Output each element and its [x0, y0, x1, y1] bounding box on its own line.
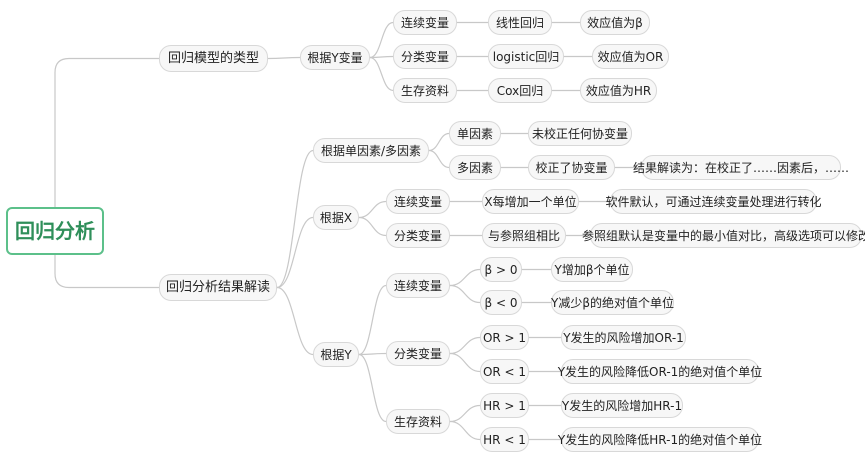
connector-y_surv-hr_gt: [449, 404, 481, 423]
node-logistic[interactable]: logistic回归: [488, 44, 564, 69]
node-interp[interactable]: 回归分析结果解读: [159, 274, 277, 301]
node-x-cont[interactable]: 连续变量: [386, 189, 450, 214]
node-hr-lt[interactable]: HR < 1: [480, 427, 529, 452]
node-beta[interactable]: 效应值为β: [580, 10, 650, 35]
node-linear[interactable]: 线性回归: [488, 10, 552, 35]
node-hr-gt[interactable]: HR > 1: [480, 393, 529, 418]
connector-y_surv-hr_lt: [449, 420, 481, 441]
connector-y_cont-b_pos: [449, 268, 481, 287]
connector-uni_multi-uni: [428, 132, 450, 152]
node-b-neg-desc[interactable]: Y减少β的绝对值个单位: [551, 290, 674, 315]
node-or-gt-desc[interactable]: Y发生的风险增加OR-1: [561, 325, 686, 350]
node-y-cat[interactable]: 分类变量: [386, 341, 450, 366]
node-or-gt[interactable]: OR > 1: [480, 325, 529, 350]
node-types[interactable]: 回归模型的类型: [159, 45, 268, 72]
node-uni-desc[interactable]: 未校正任何协变量: [528, 121, 632, 146]
node-surv[interactable]: 生存资料: [393, 78, 457, 103]
node-cont[interactable]: 连续变量: [393, 10, 457, 35]
connector-byX-x_cat: [358, 216, 387, 237]
node-or-lt[interactable]: OR < 1: [480, 359, 529, 384]
node-cat[interactable]: 分类变量: [393, 44, 457, 69]
node-x-unit[interactable]: X每增加一个单位: [482, 189, 579, 214]
connector-byX-x_cont: [358, 200, 387, 219]
node-y-cont[interactable]: 连续变量: [386, 273, 450, 298]
node-byX[interactable]: 根据X: [313, 205, 359, 230]
root-node[interactable]: 回归分析: [6, 207, 104, 255]
connector-root-types: [54, 57, 159, 207]
node-byY[interactable]: 根据Y变量: [300, 45, 370, 70]
connector-y_cat-or_gt: [449, 336, 481, 355]
connector-byY-cont: [369, 21, 394, 59]
node-hr-lt-desc[interactable]: Y发生的风险降低HR-1的绝对值个单位: [558, 427, 762, 452]
node-uni[interactable]: 单因素: [449, 121, 501, 146]
node-x-unit-desc[interactable]: 软件默认，可通过连续变量处理进行转化: [606, 189, 822, 214]
node-hr[interactable]: 效应值为HR: [580, 78, 657, 103]
node-x-ref[interactable]: 与参照组相比: [482, 223, 566, 248]
node-x-cat[interactable]: 分类变量: [386, 223, 450, 248]
node-b-neg[interactable]: β < 0: [480, 290, 522, 315]
node-multi-adj[interactable]: 校正了协变量: [528, 155, 615, 180]
connector-root-interp: [54, 255, 159, 289]
node-byY2[interactable]: 根据Y: [313, 342, 359, 367]
connector-y_cont-b_neg: [449, 284, 481, 304]
node-uni-multi[interactable]: 根据单因素/多因素: [313, 138, 429, 163]
connector-interp-byY2: [276, 286, 314, 356]
connector-byY2-y_cat: [358, 352, 387, 356]
connector-byY2-y_surv: [358, 353, 387, 423]
node-or-lt-desc[interactable]: Y发生的风险降低OR-1的绝对值个单位: [558, 359, 762, 384]
node-x-ref-desc[interactable]: 参照组默认是变量中的最小值对比，高级选项可以修改: [582, 223, 865, 248]
node-cox[interactable]: Cox回归: [488, 78, 552, 103]
node-hr-gt-desc[interactable]: Y发生的风险增加HR-1: [561, 393, 683, 418]
connector-byY2-y_cont: [358, 284, 387, 356]
node-b-pos-desc[interactable]: Y增加β个单位: [551, 257, 633, 282]
connector-uni_multi-multi: [428, 149, 450, 169]
connector-y_cat-or_lt: [449, 352, 481, 373]
node-y-surv[interactable]: 生存资料: [386, 409, 450, 434]
connector-byY-surv: [369, 56, 394, 92]
node-multi[interactable]: 多因素: [449, 155, 501, 180]
node-or[interactable]: 效应值为OR: [592, 44, 669, 69]
connector-interp-byX: [276, 216, 314, 289]
node-multi-desc[interactable]: 结果解读为：在校正了……因素后，……: [633, 155, 849, 180]
node-b-pos[interactable]: β > 0: [480, 257, 522, 282]
connector-types-byY: [267, 56, 301, 60]
connector-interp-uni_multi: [276, 149, 314, 289]
